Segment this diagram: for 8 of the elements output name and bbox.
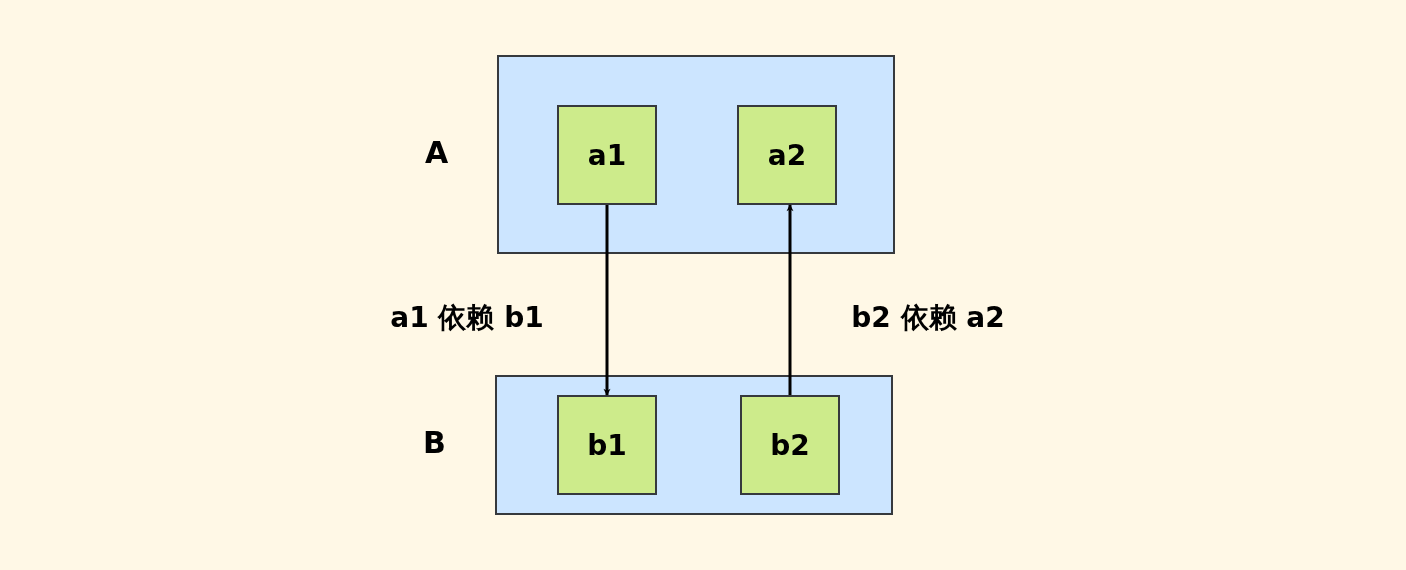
- component-box: a1: [557, 105, 657, 205]
- group-label: A: [425, 134, 449, 170]
- arrow: [603, 205, 611, 396]
- arrow: [786, 204, 794, 395]
- component-box: b1: [557, 395, 657, 495]
- component-box: b2: [740, 395, 840, 495]
- group-label: B: [423, 425, 446, 460]
- component-box: a2: [737, 105, 837, 205]
